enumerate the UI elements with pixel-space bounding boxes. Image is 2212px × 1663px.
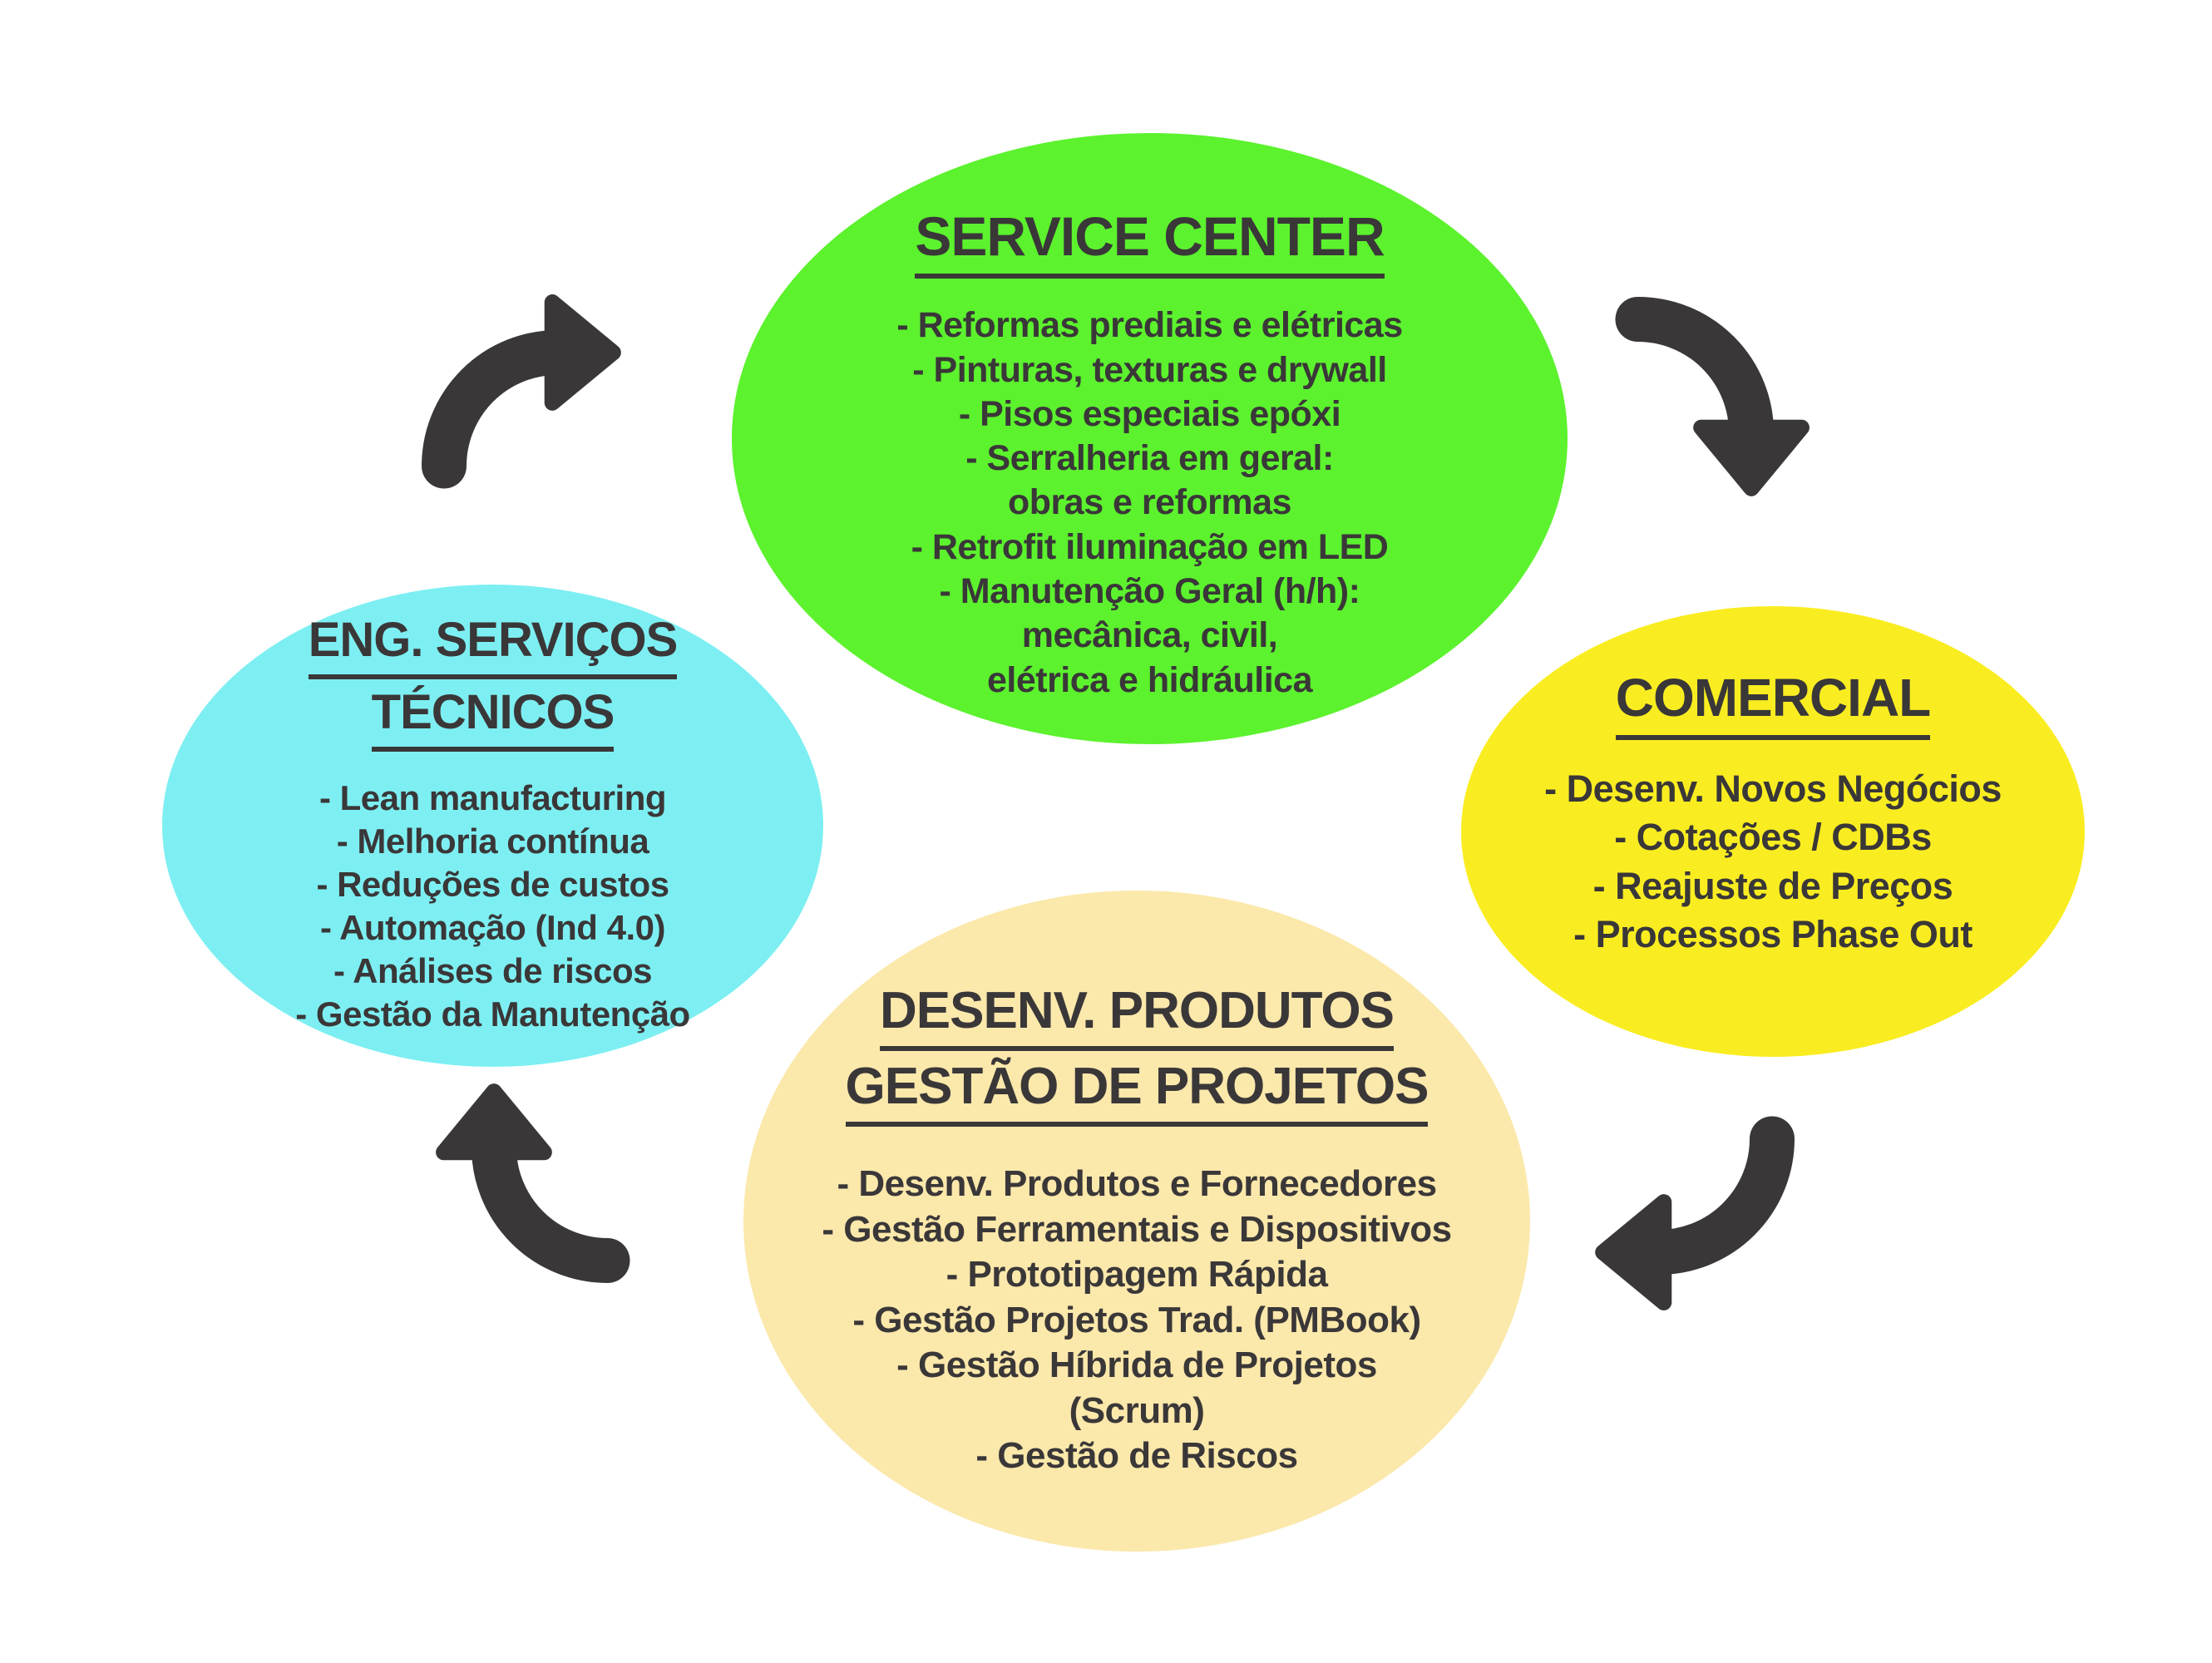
arrow-desenv-to-eng xyxy=(420,1081,644,1305)
node-title: ENG. SERVIÇOS TÉCNICOS xyxy=(308,614,678,752)
list-item: - Melhoria contínua xyxy=(336,821,649,861)
node-title: DESENV. PRODUTOS GESTÃO DE PROJETOS xyxy=(845,984,1429,1128)
node-items: - Reformas prediais e elétricas - Pintur… xyxy=(896,303,1403,703)
list-item: - Desenv. Novos Negócios xyxy=(1544,767,2002,810)
list-item: - Reformas prediais e elétricas xyxy=(896,305,1403,346)
list-item: - Análises de riscos xyxy=(333,950,652,990)
arrow-eng-to-service xyxy=(399,279,624,503)
curved-arrow-icon xyxy=(422,294,621,489)
curved-arrow-icon xyxy=(1595,1116,1795,1310)
curved-arrow-icon xyxy=(436,1083,630,1283)
node-title-text: SERVICE CENTER xyxy=(915,207,1385,279)
list-item-continuation: (Scrum) xyxy=(1069,1389,1205,1431)
node-service-center: SERVICE CENTER - Reformas prediais e elé… xyxy=(732,133,1568,744)
list-item-continuation: obras e reformas xyxy=(1008,482,1291,523)
list-item: - Reduções de custos xyxy=(316,864,669,904)
arrow-comercial-to-desenv xyxy=(1592,1102,1817,1326)
list-item: - Processos Phase Out xyxy=(1573,913,1973,956)
list-item: - Lean manufacturing xyxy=(318,777,667,817)
arrow-service-to-comercial xyxy=(1601,274,1825,499)
list-item: - Prototipagem Rápida xyxy=(946,1254,1328,1295)
node-title-text: GESTÃO DE PROJETOS xyxy=(845,1059,1429,1128)
list-item: - Pisos especiais epóxi xyxy=(958,393,1341,434)
list-item-continuation: elétrica e hidráulica xyxy=(986,659,1313,700)
node-title: COMERCIAL xyxy=(1615,670,1931,740)
list-item-continuation: mecânica, civil, xyxy=(1021,615,1278,656)
list-item: - Reajuste de Preços xyxy=(1592,864,1953,907)
node-title-text: COMERCIAL xyxy=(1615,670,1931,740)
node-desenv-produtos-gestao-projetos: DESENV. PRODUTOS GESTÃO DE PROJETOS - De… xyxy=(743,891,1530,1552)
node-title-text: DESENV. PRODUTOS xyxy=(880,984,1395,1052)
list-item: - Gestão da Manutenção xyxy=(295,994,690,1034)
list-item: - Manutenção Geral (h/h): xyxy=(939,571,1360,612)
node-title-text: TÉCNICOS xyxy=(371,687,615,752)
node-title: SERVICE CENTER xyxy=(915,207,1385,279)
node-title-text: ENG. SERVIÇOS xyxy=(308,614,678,679)
list-item: - Serralheria em geral: xyxy=(965,438,1334,479)
list-item: - Gestão Projetos Trad. (PMBook) xyxy=(852,1299,1421,1340)
node-eng-servicos-tecnicos: ENG. SERVIÇOS TÉCNICOS - Lean manufactur… xyxy=(162,585,823,1067)
list-item: - Gestão Híbrida de Projetos xyxy=(896,1345,1377,1386)
list-item: - Cotações / CDBs xyxy=(1614,816,1932,859)
node-items: - Lean manufacturing - Melhoria contínua… xyxy=(295,777,690,1036)
curved-arrow-icon xyxy=(1615,297,1810,496)
list-item: - Gestão Ferramentais e Dispositivos xyxy=(822,1208,1452,1250)
list-item: - Gestão de Riscos xyxy=(975,1435,1298,1477)
list-item: - Desenv. Produtos e Fornecedores xyxy=(837,1163,1437,1205)
node-items: - Desenv. Novos Negócios - Cotações / CD… xyxy=(1544,765,2002,960)
list-item: - Pinturas, texturas e drywall xyxy=(912,349,1387,390)
node-items: - Desenv. Produtos e Fornecedores - Gest… xyxy=(822,1162,1452,1479)
node-comercial: COMERCIAL - Desenv. Novos Negócios - Cot… xyxy=(1461,606,2085,1057)
list-item: - Retrofit iluminação em LED xyxy=(911,526,1389,567)
list-item: - Automação (Ind 4.0) xyxy=(320,907,665,947)
